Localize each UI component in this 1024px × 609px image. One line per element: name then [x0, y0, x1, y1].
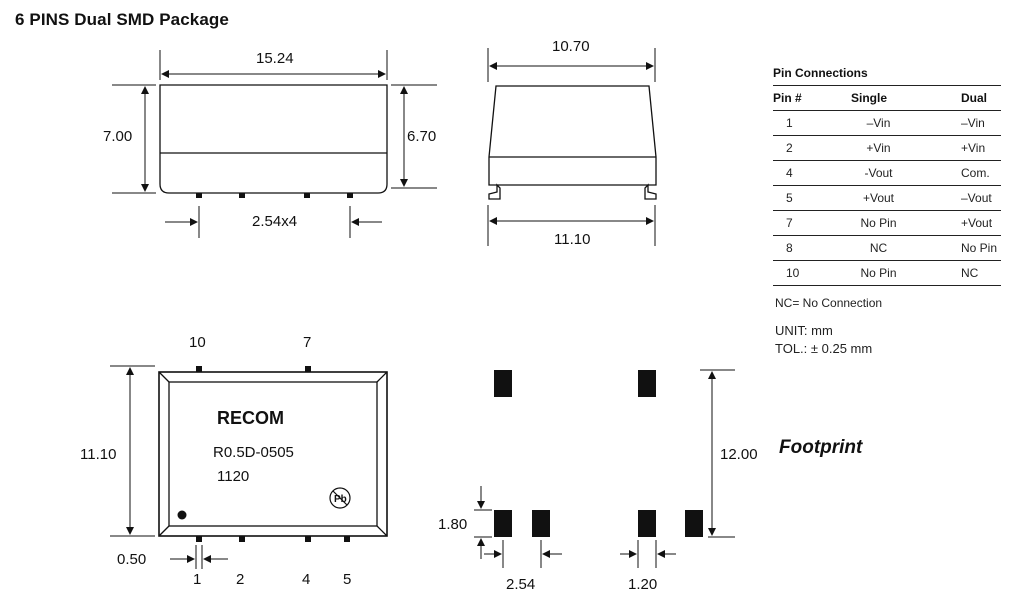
table-cell: 10 [773, 260, 826, 286]
pin-number: 2 [236, 571, 244, 588]
table-cell: No Pin [826, 260, 961, 286]
table-row: 1 –Vin –Vin [773, 110, 1001, 136]
table-cell: No Pin [961, 235, 1001, 261]
table-header-row: Pin # Single Dual [773, 86, 1001, 111]
pad-length-label: 1.80 [438, 516, 467, 533]
table-row: 5 +Vout –Vout [773, 185, 1001, 211]
column-header: Pin # [773, 86, 826, 111]
table-cell: –Vout [961, 185, 1001, 211]
top-width-label: 10.70 [552, 38, 590, 55]
footprint-pads [494, 370, 703, 537]
pb-label: Pb [334, 494, 347, 505]
table-cell: No Pin [826, 210, 961, 236]
side-view-pins [196, 193, 353, 198]
table-cell: 1 [773, 110, 826, 136]
nc-note: NC= No Connection [775, 296, 883, 310]
table-row: 10 No Pin NC [773, 260, 1001, 286]
table-cell: +Vout [961, 210, 1001, 236]
top-view-height-label: 11.10 [80, 446, 116, 463]
table-cell: 4 [773, 160, 826, 186]
pb-free-icon [329, 487, 351, 509]
table-cell: 7 [773, 210, 826, 236]
top-view-outer-body [158, 371, 388, 537]
pin-connections-table: Pin Connections Pin # Single Dual 1 –Vin… [773, 66, 1001, 286]
body-height-label: 6.70 [407, 128, 436, 145]
table-cell: +Vin [826, 135, 961, 161]
table-cell: –Vin [826, 110, 961, 136]
date-code-label: 1120 [217, 468, 249, 485]
table-cell: Com. [961, 160, 1001, 186]
unit-note: UNIT: mm [775, 323, 833, 338]
table-cell: +Vin [961, 135, 1001, 161]
column-header: Single [826, 86, 961, 111]
footprint [474, 369, 735, 568]
table-cell: -Vout [826, 160, 961, 186]
page-title: 6 PINS Dual SMD Package [15, 10, 229, 29]
table-cell: 5 [773, 185, 826, 211]
end-view-lead-left [488, 183, 501, 200]
pin-number: 7 [303, 334, 311, 351]
end-view-body [488, 85, 657, 186]
pad-pitch-label: 2.54 [506, 576, 535, 593]
table-row: 7 No Pin +Vout [773, 210, 1001, 236]
footprint-span-label: 12.00 [720, 446, 758, 463]
table-cell: +Vout [826, 185, 961, 211]
side-view [112, 50, 437, 238]
pin-number: 10 [189, 334, 206, 351]
top-view [110, 365, 388, 569]
column-header: Dual [961, 86, 1001, 111]
table-cell: 2 [773, 135, 826, 161]
height-label: 7.00 [103, 128, 132, 145]
pad-width-label: 1.20 [628, 576, 657, 593]
end-view-lead-right [644, 183, 657, 200]
tolerance-note: TOL.: ± 0.25 mm [775, 341, 873, 356]
pin-number: 1 [193, 571, 201, 588]
bottom-width-label: 11.10 [554, 231, 590, 248]
table-row: 8 NC No Pin [773, 235, 1001, 261]
part-number-label: R0.5D-0505 [213, 444, 294, 461]
table-row: 2 +Vin +Vin [773, 135, 1001, 161]
end-view [487, 48, 657, 246]
top-view-pins [196, 366, 350, 542]
footprint-label: Footprint [779, 437, 863, 458]
side-view-body [159, 84, 388, 194]
pin-number: 4 [302, 571, 310, 588]
top-view-inner-body [168, 381, 378, 527]
pin-connections-title: Pin Connections [773, 66, 1001, 86]
table-row: 4 -Vout Com. [773, 160, 1001, 186]
length-label: 15.24 [256, 50, 294, 67]
brand-label: RECOM [217, 408, 284, 428]
table-cell: NC [961, 260, 1001, 286]
pitch-label: 2.54x4 [252, 213, 297, 230]
pin-1-marker-dot [177, 510, 187, 520]
pin-width-label: 0.50 [117, 551, 146, 568]
table-cell: NC [826, 235, 961, 261]
table-cell: 8 [773, 235, 826, 261]
table-cell: –Vin [961, 110, 1001, 136]
pin-number: 5 [343, 571, 351, 588]
